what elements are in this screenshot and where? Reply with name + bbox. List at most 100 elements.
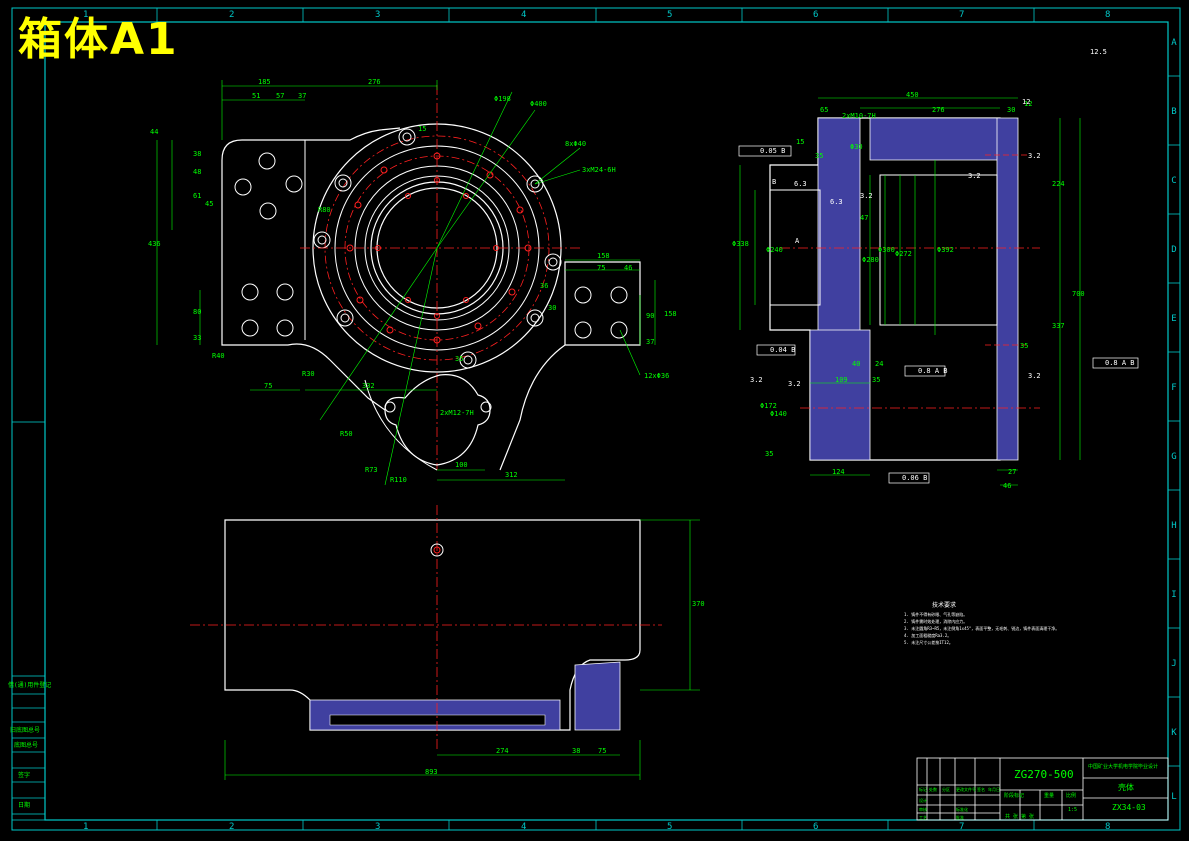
grid-col-6-bottom: 6: [813, 822, 819, 832]
dim-front-3xm24: 3xM24-6H: [582, 166, 616, 174]
dim-bottom-38: 38: [572, 747, 581, 755]
dim-sec-46: 46: [1003, 482, 1012, 490]
dim-front-37-right: 37: [646, 338, 655, 346]
dim-front-r30: R30: [302, 370, 315, 378]
grid-col-7: 7: [959, 10, 965, 20]
rough-8: 3.2: [1028, 372, 1041, 380]
rough-1: 3.2: [1028, 152, 1041, 160]
grid-row-e: E: [1171, 314, 1177, 324]
dim-sec-phi240: Φ240: [766, 246, 783, 254]
dim-sec-337: 337: [1052, 322, 1065, 330]
title-block-part-name: 壳体: [1118, 783, 1134, 792]
title-block-ratio: 比例: [1066, 793, 1077, 799]
dim-front-185: 185: [258, 78, 271, 86]
title-block-header-3: 分区: [942, 787, 950, 792]
dim-sec-phi30: Φ30: [850, 143, 863, 151]
title-block-header-1: 标记: [919, 787, 927, 792]
dim-front-75-right: 75: [597, 264, 606, 272]
dim-sec-phi338: Φ338: [732, 240, 749, 248]
title-block-company: 中国矿业大学机电学院毕业设计: [1088, 764, 1159, 770]
dim-sec-35-left: 35: [765, 450, 774, 458]
dim-sec-124: 124: [832, 468, 845, 476]
grid-row-h: H: [1171, 521, 1177, 531]
dim-front-r110: R110: [390, 476, 407, 484]
dim-front-332: 332: [362, 382, 375, 390]
notes-line-1: 1. 铸件不得有砂眼、气孔等缺陷。: [904, 612, 968, 617]
grid-col-2-bottom: 2: [229, 822, 235, 832]
title-block-header-2: 处数: [929, 787, 937, 792]
dim-front-80: 80: [193, 308, 202, 316]
dim-sec-109: 109: [835, 376, 848, 384]
dim-front-44: 44: [150, 128, 159, 136]
rough-3: 6.3: [794, 180, 807, 188]
title-block-weight: 重量: [1044, 793, 1055, 799]
dim-front-r50: R50: [340, 430, 353, 438]
grid-col-8-bottom: 8: [1105, 822, 1111, 832]
tol-3: 0.8 A B: [918, 367, 948, 375]
notes-title: 技术要求: [932, 602, 957, 609]
dim-front-r80: R80: [318, 206, 331, 214]
dim-sec-phi272: Φ272: [895, 250, 912, 258]
dim-front-158-top: 158: [597, 252, 610, 260]
dim-front-r73: R73: [365, 466, 378, 474]
datum-b: B: [772, 178, 777, 186]
dim-sec-24: 24: [875, 360, 884, 368]
tol-2: 0.04 B: [770, 346, 796, 354]
rough-6: 3.2: [788, 380, 801, 388]
dim-sec-40: 40: [852, 360, 861, 368]
dim-front-r40: R40: [212, 352, 225, 360]
title-block-lines: [916, 757, 1169, 821]
dim-sec-35-right: 35: [1020, 342, 1029, 350]
grid-ticks: [156, 8, 1180, 830]
side-stamp-label-4: 签字: [18, 772, 31, 779]
dim-sec-700: 700: [1072, 290, 1085, 298]
notes-line-3: 3. 未注圆角R3~R5，未注倒角1x45°，表面平整，无毛刺、锐边，铸件表面清…: [904, 626, 1060, 631]
dim-front-33: 33: [193, 334, 202, 342]
grid-col-6: 6: [813, 10, 819, 20]
dim-sec-phi172: Φ172: [760, 402, 777, 410]
title-block-stage: 阶段标记: [1004, 793, 1025, 799]
grid-row-f: F: [1171, 383, 1177, 393]
title-block-material: ZG270-500: [1014, 768, 1074, 781]
dim-front-90: 90: [646, 312, 655, 320]
title-block-header-5: 签名: [977, 787, 985, 792]
dim-sec-47: 47: [860, 214, 869, 222]
dim-front-38: 38: [193, 150, 202, 158]
grid-col-3-bottom: 3: [375, 822, 381, 832]
dim-sec-2xm10: 2xM10-7H: [842, 112, 876, 120]
dim-front-436: 436: [148, 240, 161, 248]
title-block-scale: 1:5: [1068, 807, 1078, 813]
dim-front-phi400: Φ400: [530, 100, 547, 108]
grid-col-7-bottom: 7: [959, 822, 965, 832]
dim-bottom-893: 893: [425, 768, 438, 776]
dim-front-30: 30: [548, 304, 557, 312]
notes-line-2: 2. 铸件需时效处理，消除内应力。: [904, 619, 968, 624]
side-stamp-label-2: 旧底图总号: [10, 727, 41, 734]
datum-a: A: [795, 237, 800, 245]
grid-col-1-bottom: 1: [83, 822, 89, 832]
title-block-role-3: 工艺: [919, 815, 927, 820]
dim-front-48: 48: [193, 168, 202, 176]
dim-front-312: 312: [505, 471, 518, 479]
notes-line-4: 4. 加工面粗糙度Ra3.2。: [904, 633, 952, 638]
grid-col-8: 8: [1105, 10, 1111, 20]
grid-col-5-bottom: 5: [667, 822, 673, 832]
dim-sec-35-mid: 35: [872, 376, 881, 384]
title-block-header-4: 更改文件号: [956, 787, 976, 792]
dim-front-75: 75: [264, 382, 273, 390]
grid-col-1: 1: [83, 10, 89, 20]
title-block-sheet-label: 共 张 第 张: [1005, 814, 1035, 820]
dim-sec-12: 12: [1024, 100, 1033, 108]
dim-front-15: 15: [418, 125, 427, 133]
grid-row-l: L: [1171, 792, 1177, 802]
title-block-header-6: 年月日: [988, 787, 1000, 792]
dim-sec-phi300: Φ300: [878, 246, 895, 254]
tol-4: 0.06 B: [902, 474, 928, 482]
grid-col-5: 5: [667, 10, 673, 20]
dim-sec-phi392: Φ392: [937, 246, 954, 254]
front-view: [156, 80, 656, 486]
title-block-drawing-no: ZX34-03: [1112, 803, 1146, 812]
dim-bottom-370: 370: [692, 600, 705, 608]
left-bracket-outline: [221, 127, 401, 411]
